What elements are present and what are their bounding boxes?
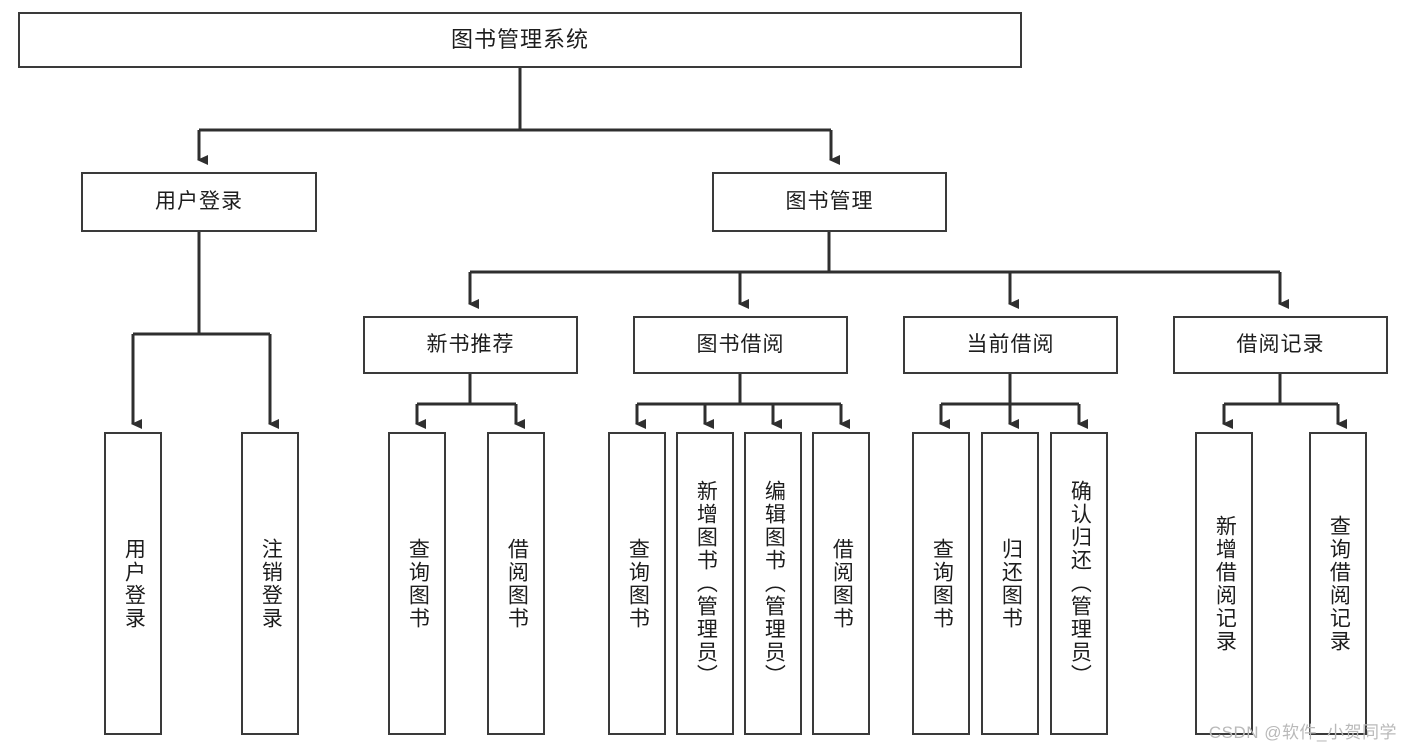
node-label: 新增借阅记录 (1213, 514, 1237, 653)
node-label: 查询图书 (406, 537, 430, 630)
leaf-edit-book-admin[interactable]: 编辑图书（管理员） (744, 432, 802, 735)
node-label: 图书管理系统 (450, 27, 589, 53)
node-label: 编辑图书（管理员） (762, 480, 786, 687)
node-book-management[interactable]: 图书管理 (712, 172, 947, 232)
node-label: 当前借阅 (966, 332, 1055, 356)
node-new-book-recommend[interactable]: 新书推荐 (363, 316, 578, 374)
node-label: 新书推荐 (426, 332, 515, 356)
node-borrow-records[interactable]: 借阅记录 (1173, 316, 1388, 374)
node-user-login[interactable]: 用户登录 (81, 172, 317, 232)
node-root-system[interactable]: 图书管理系统 (18, 12, 1022, 68)
leaf-query-book-recommend[interactable]: 查询图书 (388, 432, 446, 735)
leaf-add-borrow-record[interactable]: 新增借阅记录 (1195, 432, 1253, 735)
leaf-query-book[interactable]: 查询图书 (608, 432, 666, 735)
node-label: 借阅记录 (1236, 332, 1325, 356)
leaf-add-book-admin[interactable]: 新增图书（管理员） (676, 432, 734, 735)
node-book-borrow[interactable]: 图书借阅 (633, 316, 848, 374)
leaf-borrow-book[interactable]: 借阅图书 (812, 432, 870, 735)
leaf-query-book-current[interactable]: 查询图书 (912, 432, 970, 735)
node-label: 注销登录 (259, 537, 283, 630)
node-label: 图书管理 (785, 189, 874, 213)
node-label: 借阅图书 (505, 537, 529, 630)
node-label: 用户登录 (122, 537, 146, 630)
node-label: 查询借阅记录 (1327, 514, 1351, 653)
node-label: 图书借阅 (696, 332, 785, 356)
node-current-borrow[interactable]: 当前借阅 (903, 316, 1118, 374)
leaf-return-book[interactable]: 归还图书 (981, 432, 1039, 735)
node-label: 归还图书 (999, 537, 1023, 630)
node-label: 新增图书（管理员） (694, 480, 718, 687)
leaf-confirm-return-admin[interactable]: 确认归还（管理员） (1050, 432, 1108, 735)
node-label: 确认归还（管理员） (1068, 480, 1092, 687)
leaf-user-login[interactable]: 用户登录 (104, 432, 162, 735)
node-label: 查询图书 (626, 537, 650, 630)
leaf-query-borrow-record[interactable]: 查询借阅记录 (1309, 432, 1367, 735)
node-label: 借阅图书 (830, 537, 854, 630)
node-label: 用户登录 (155, 189, 243, 213)
leaf-logout[interactable]: 注销登录 (241, 432, 299, 735)
watermark: CSDN @软件_小贺同学 (1208, 723, 1397, 742)
node-label: 查询图书 (930, 537, 954, 630)
leaf-borrow-book-recommend[interactable]: 借阅图书 (487, 432, 545, 735)
